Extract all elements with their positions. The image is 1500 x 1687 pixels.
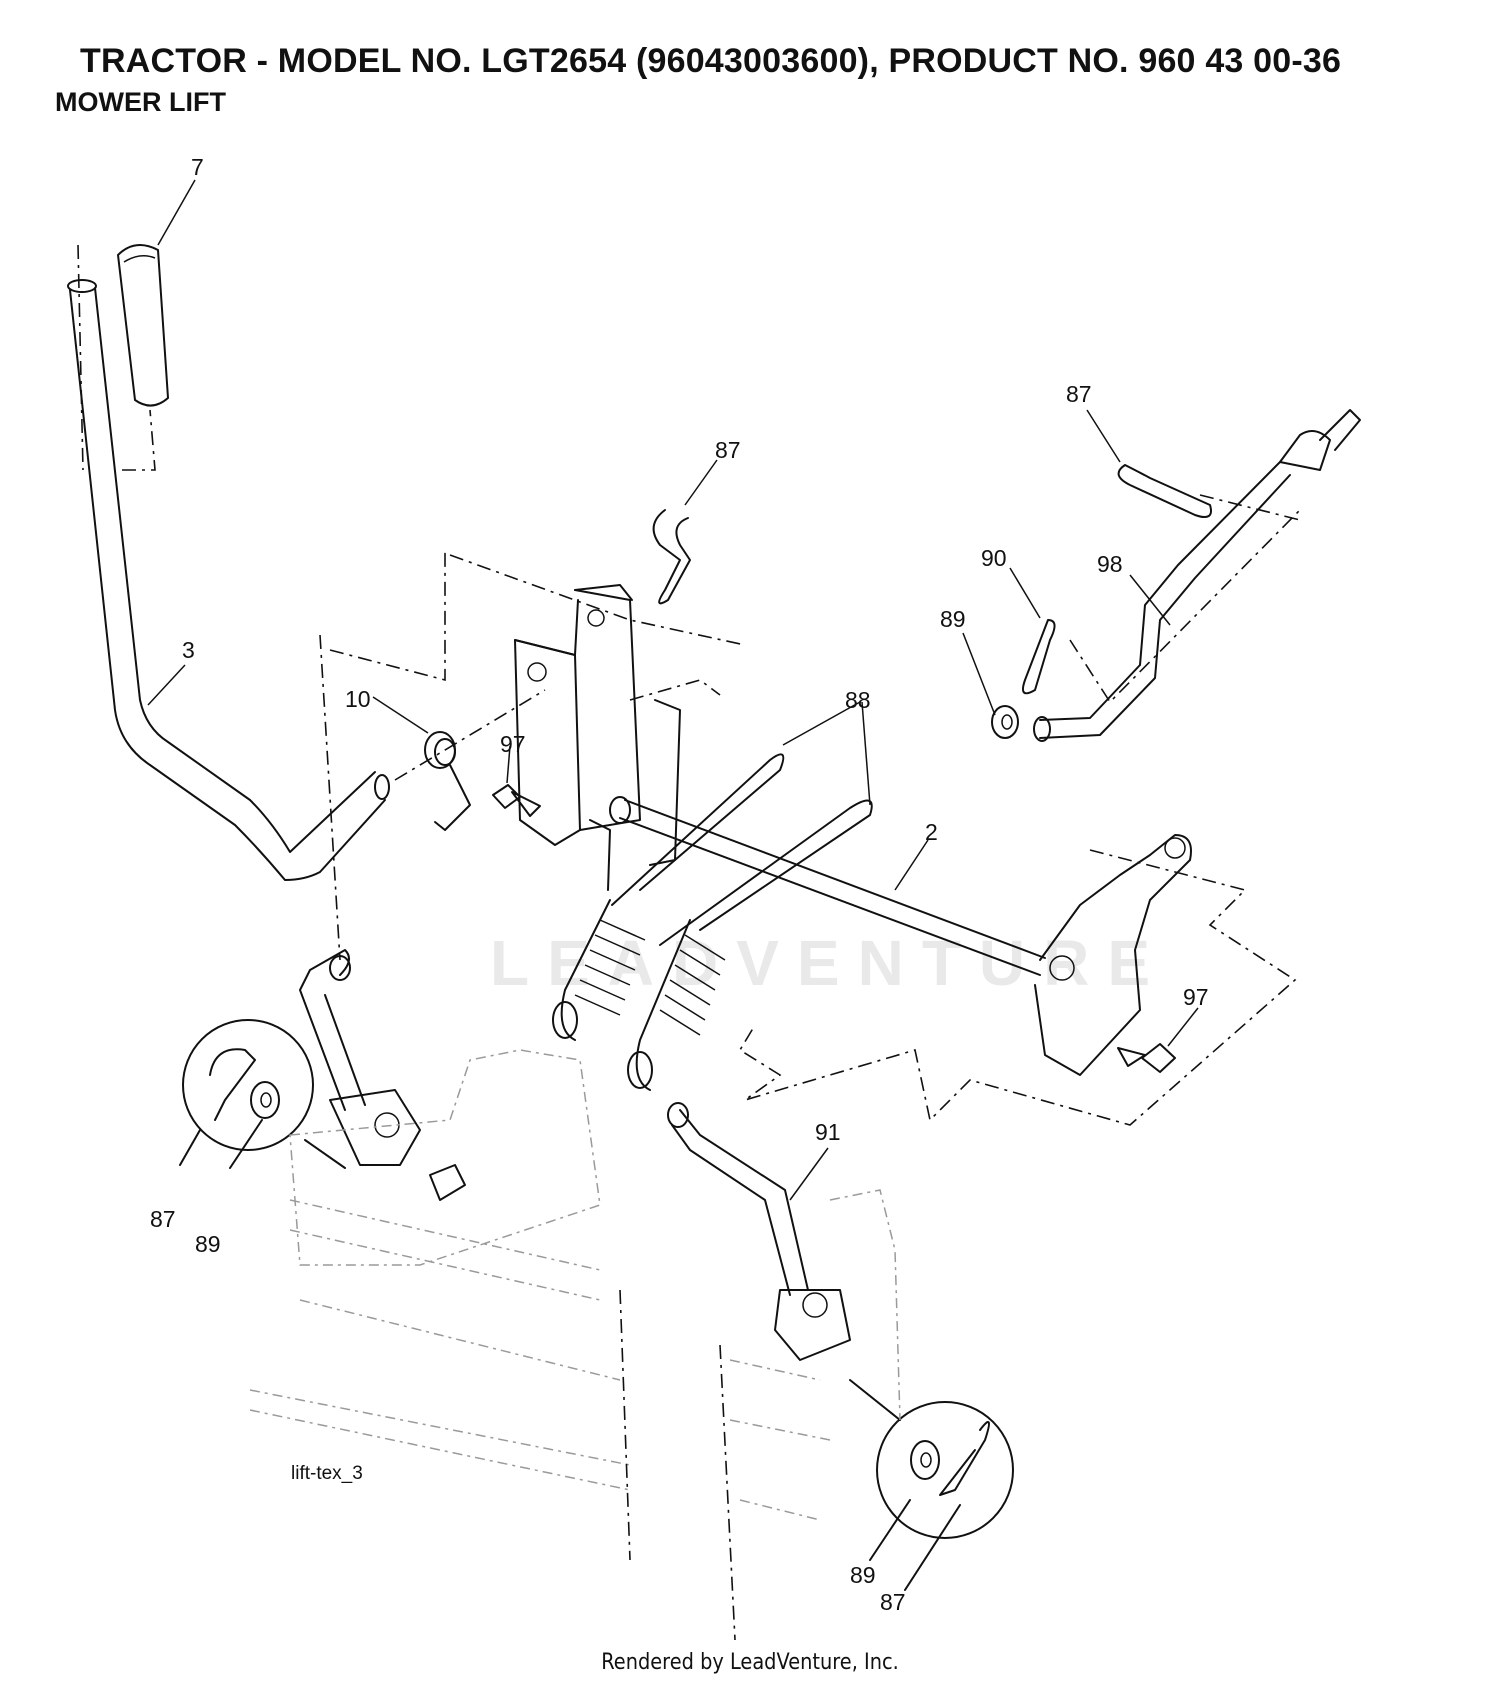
page-subtitle: MOWER LIFT [55, 87, 226, 117]
callout-2: 2 [925, 819, 938, 845]
callout-87-top-center: 87 [715, 437, 741, 463]
callout-97-left: 97 [500, 731, 526, 757]
callout-87-top-right: 87 [1066, 381, 1092, 407]
callout-90: 90 [981, 545, 1007, 571]
callout-3: 3 [182, 637, 195, 663]
drawing-code: lift-tex_3 [291, 1463, 363, 1484]
watermark-text: LEADVENTURE [490, 927, 1168, 999]
part-2-lift-shaft[interactable] [609, 796, 1192, 1076]
callout-91: 91 [815, 1119, 841, 1145]
page-title: TRACTOR - MODEL NO. LGT2654 (96043003600… [80, 42, 1342, 80]
part-3-lift-lever[interactable] [67, 279, 390, 881]
part-87-clip-top-center[interactable] [652, 509, 691, 605]
part-98-adjust-rod[interactable] [1033, 409, 1361, 742]
callout-89-right-detail: 89 [850, 1562, 876, 1588]
detail-circle-left [179, 1019, 346, 1169]
part-90-clip[interactable] [1022, 619, 1056, 695]
part-91-lift-link[interactable] [667, 1102, 851, 1361]
part-7-grip[interactable] [77, 244, 169, 471]
footer-credit: Rendered by LeadVenture, Inc. [601, 1650, 899, 1675]
callout-10: 10 [345, 686, 371, 712]
part-97-bolt-left[interactable] [492, 784, 541, 817]
part-87-clip-top-right[interactable] [1117, 464, 1212, 518]
callout-88: 88 [845, 687, 871, 713]
callout-7: 7 [191, 154, 204, 180]
detail-circle-right [849, 1379, 1014, 1591]
part-88-springs[interactable] [552, 753, 873, 1091]
bracket-assembly[interactable] [514, 584, 681, 891]
part-10-spring[interactable] [424, 731, 471, 831]
callout-87-right-detail: 87 [880, 1589, 906, 1615]
part-97-bolt-right[interactable] [1117, 1043, 1176, 1073]
callout-89-top: 89 [940, 606, 966, 632]
callout-89-left-detail: 89 [195, 1231, 221, 1257]
part-89-washer-top[interactable] [991, 705, 1019, 739]
callout-87-left-detail: 87 [150, 1206, 176, 1232]
callout-97-right: 97 [1183, 984, 1209, 1010]
phantom-lines [249, 494, 1301, 1641]
left-lift-link[interactable] [299, 949, 466, 1201]
leader-lines [147, 179, 1199, 1201]
callout-98: 98 [1097, 551, 1123, 577]
